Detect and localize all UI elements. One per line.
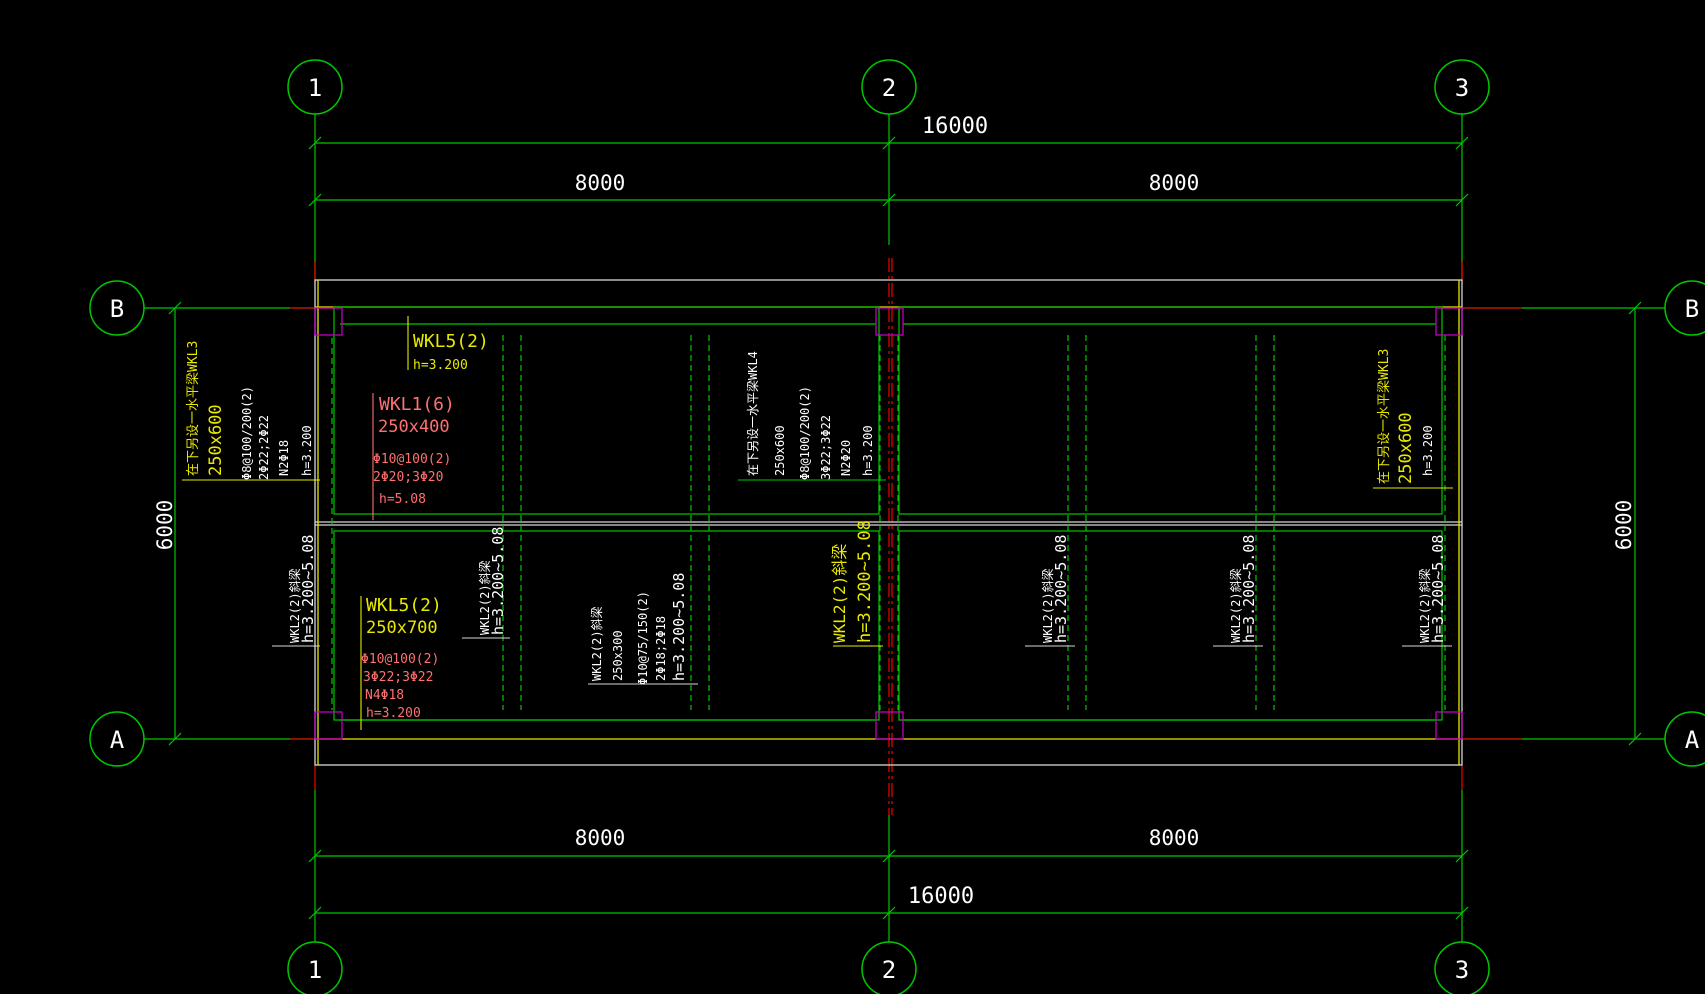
dim-bottom-bay-left: 8000 [575, 826, 626, 850]
label-wkl2-yellow-h: h=3.200~5.08 [855, 520, 875, 643]
label-wkl5-bottom-stirrup: Φ10@100(2) [361, 652, 439, 667]
axis-label-A-left: A [110, 726, 125, 754]
label-wkl1-bars: 2Φ20;3Φ20 [373, 470, 443, 485]
label-wkl4-size: 250x600 [773, 425, 787, 476]
column-3B[interactable] [1435, 307, 1463, 336]
column-1A[interactable] [314, 711, 343, 740]
dim-left-depth: 6000 [153, 500, 177, 551]
label-wkl4-note[interactable]: 在下另设一水平梁WKL4 [745, 351, 760, 476]
label-wkl3-left-bars: 2Φ22;2Φ22 [257, 415, 271, 480]
label-wkl5-bottom-h: h=3.200 [366, 706, 421, 721]
label-wkl2-detail-bars: 2Φ18;2Φ18 [654, 616, 668, 681]
axis-label-3-top: 3 [1455, 74, 1469, 102]
axis-label-B-right: B [1685, 295, 1699, 323]
label-wkl3-left-size: 250x600 [206, 404, 226, 476]
label-leaders [182, 316, 1453, 730]
label-wkl3-left-note[interactable]: 在下另设一水平梁WKL3 [186, 341, 201, 476]
label-wkl2-detail-stirrup: Φ10@75/150(2) [636, 591, 650, 685]
dim-top-bay-right: 8000 [1149, 171, 1200, 195]
column-2B[interactable] [875, 307, 904, 336]
label-wkl2-e-name[interactable]: WKL2(2)斜梁 [1417, 568, 1432, 643]
slab-outline [314, 279, 1463, 766]
label-wkl5-bottom-bars: 3Φ22;3Φ22 [363, 670, 433, 685]
axis-bubble-labels: 1 2 3 1 2 3 B A B A [110, 74, 1700, 984]
label-wkl2-detail-size: 250x300 [611, 630, 625, 681]
secondary-beams [331, 335, 1446, 710]
label-wkl2-c-name[interactable]: WKL2(2)斜梁 [1040, 568, 1055, 643]
label-wkl2-e-h: h=3.200~5.08 [1429, 535, 1447, 643]
axis-label-1-top: 1 [308, 74, 322, 102]
label-wkl2-detail-h: h=3.200~5.08 [670, 573, 688, 681]
axis-label-2-bottom: 2 [882, 956, 896, 984]
label-wkl5-top-h: h=3.200 [413, 358, 468, 373]
dim-bottom-bay-right: 8000 [1149, 826, 1200, 850]
label-wkl5-top-name[interactable]: WKL5(2) [413, 331, 489, 352]
axis-label-A-right: A [1685, 726, 1700, 754]
label-wkl3-right-note[interactable]: 在下另设一水平梁WKL3 [1377, 349, 1392, 484]
label-wkl2-a-name[interactable]: WKL2(2)斜梁 [287, 568, 302, 643]
dim-right-depth: 6000 [1612, 500, 1636, 551]
label-wkl2-detail-name[interactable]: WKL2(2)斜梁 [589, 606, 604, 681]
dimension-texts: 16000 8000 8000 8000 8000 16000 6000 600… [153, 114, 1636, 909]
label-wkl2-yellow-name[interactable]: WKL2(2)斜梁 [830, 544, 849, 643]
dimension-lines [144, 114, 1665, 942]
label-wkl1-name[interactable]: WKL1(6) [379, 394, 455, 415]
label-wkl3-right-h: h=3.200 [1421, 425, 1435, 476]
label-wkl3-left-n: N2Φ18 [277, 440, 291, 476]
label-wkl3-right-size: 250x600 [1396, 412, 1416, 484]
axis-label-1-bottom: 1 [308, 956, 322, 984]
label-wkl2-d-h: h=3.200~5.08 [1240, 535, 1258, 643]
axis-label-B-left: B [110, 295, 124, 323]
axis-label-3-bottom: 3 [1455, 956, 1469, 984]
label-wkl4-stirrup: Φ8@100/200(2) [798, 386, 812, 480]
label-wkl2-a-h: h=3.200~5.08 [299, 535, 317, 643]
label-wkl3-left-h: h=3.200 [300, 425, 314, 476]
label-wkl1-size: 250x400 [378, 417, 450, 437]
label-wkl2-b-name[interactable]: WKL2(2)斜梁 [477, 560, 492, 635]
annotations: WKL5(2) h=3.200 WKL1(6) 250x400 Φ10@100(… [186, 331, 1447, 721]
label-wkl3-left-stirrup: Φ8@100/200(2) [240, 386, 254, 480]
dim-top-total: 16000 [922, 114, 988, 139]
label-wkl4-n: N2Φ20 [839, 440, 853, 476]
label-wkl2-b-h: h=3.200~5.08 [489, 527, 507, 635]
label-wkl2-c-h: h=3.200~5.08 [1052, 535, 1070, 643]
label-wkl5-bottom-name[interactable]: WKL5(2) [366, 595, 442, 616]
label-wkl5-bottom-n: N4Φ18 [365, 688, 404, 703]
label-wkl1-h: h=5.08 [379, 492, 426, 507]
dim-bottom-total: 16000 [908, 884, 974, 909]
column-1B[interactable] [314, 307, 343, 336]
label-wkl5-bottom-size: 250x700 [366, 618, 438, 638]
dim-top-bay-left: 8000 [575, 171, 626, 195]
label-wkl4-h: h=3.200 [861, 425, 875, 476]
label-wkl4-bars: 3Φ22;3Φ22 [819, 415, 833, 480]
label-wkl2-d-name[interactable]: WKL2(2)斜梁 [1228, 568, 1243, 643]
column-3A[interactable] [1435, 711, 1463, 740]
column-2A[interactable] [875, 711, 904, 740]
axis-label-2-top: 2 [882, 74, 896, 102]
label-wkl1-stirrup: Φ10@100(2) [373, 452, 451, 467]
beam-edges [333, 306, 1443, 721]
columns [314, 307, 1463, 740]
